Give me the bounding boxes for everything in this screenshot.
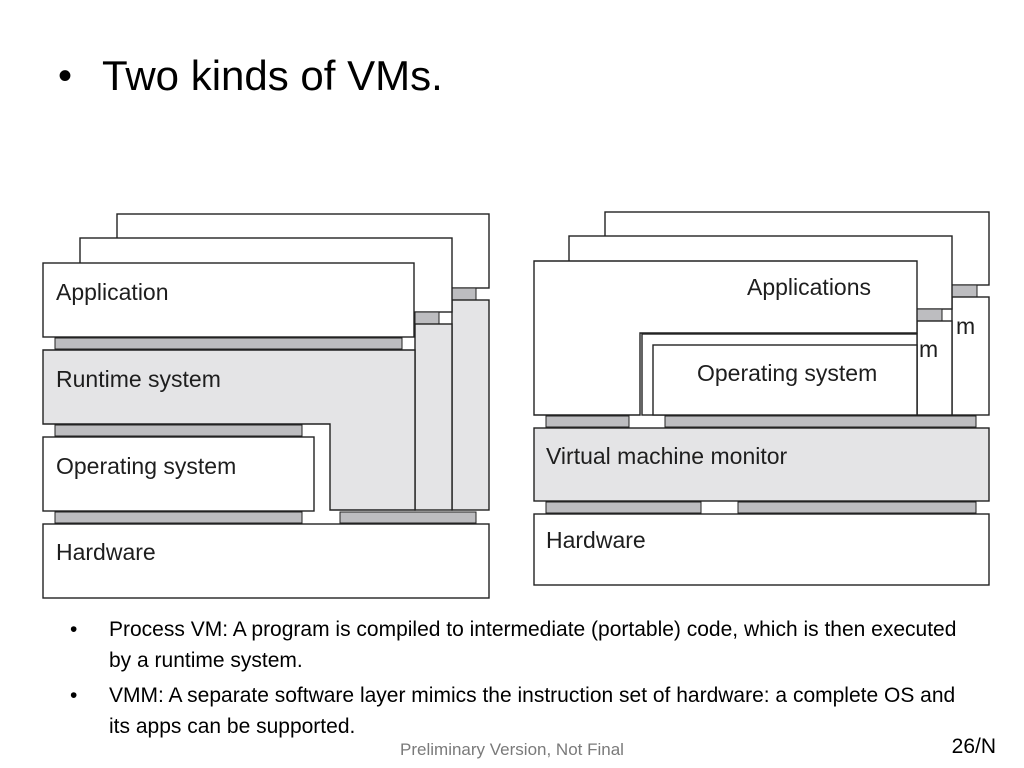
apps-vmm-strip <box>545 415 630 428</box>
process-vm-diagram: Application Runtime system Operating sys… <box>42 213 490 599</box>
application-layer <box>42 262 415 338</box>
vm-os-layer <box>652 344 918 416</box>
os-peek-label-3: m <box>956 313 975 339</box>
application-label: Application <box>56 279 169 305</box>
hardware-layer <box>42 523 490 599</box>
bullet-vmm: • VMM: A separate software layer mimics … <box>70 680 970 742</box>
vm-copy-3-os <box>951 296 990 416</box>
bullet-text: Process VM: A program is compiled to int… <box>109 618 957 672</box>
bullet-list: • Process VM: A program is compiled to i… <box>70 614 970 746</box>
os-peek-label-2: m <box>919 336 938 362</box>
hardware-label: Hardware <box>56 539 156 565</box>
bullet-process-vm: • Process VM: A program is compiled to i… <box>70 614 970 676</box>
os-vmm-strip <box>664 415 977 428</box>
vm-operating-system-label: Operating system <box>697 360 877 386</box>
vmm-hw-strip-right <box>737 501 977 514</box>
back-copy-2-strip <box>414 311 440 325</box>
operating-system-label: Operating system <box>56 453 236 479</box>
title-text: Two kinds of VMs. <box>102 52 443 99</box>
vm-copy-2-os <box>916 320 953 416</box>
system-vm-diagram: m m Applications Operating system Virtua… <box>533 211 990 586</box>
bullet-dot: • <box>70 684 78 707</box>
bullet-dot: • <box>70 618 78 641</box>
back-copy-3-strip <box>451 287 477 301</box>
runtime-os-strip <box>54 424 303 437</box>
vmm-layer <box>533 427 990 502</box>
applications-layer <box>533 260 918 416</box>
back-copy-2-body <box>414 323 453 511</box>
bullet-text: VMM: A separate software layer mimics th… <box>109 684 956 738</box>
back-copy-3-body <box>451 299 490 511</box>
app-runtime-strip <box>54 337 403 350</box>
runtime-system-label: Runtime system <box>56 366 221 392</box>
runtime-hw-strip <box>339 511 477 524</box>
operating-system-layer <box>42 436 315 512</box>
vmm-label: Virtual machine monitor <box>546 443 788 469</box>
os-hw-strip-left <box>54 511 303 524</box>
vm-copy-3-strip <box>951 284 978 298</box>
vm-hardware-label: Hardware <box>546 527 646 553</box>
runtime-system-layer <box>42 349 416 511</box>
title-bullet: • <box>58 54 73 98</box>
vmm-hw-strip-left <box>545 501 702 514</box>
applications-label: Applications <box>747 274 871 300</box>
page-number: 26/N <box>951 735 996 758</box>
vm-hardware-layer <box>533 513 990 586</box>
vm-copy-2-strip <box>916 308 943 322</box>
footer-note: Preliminary Version, Not Final <box>400 740 624 759</box>
